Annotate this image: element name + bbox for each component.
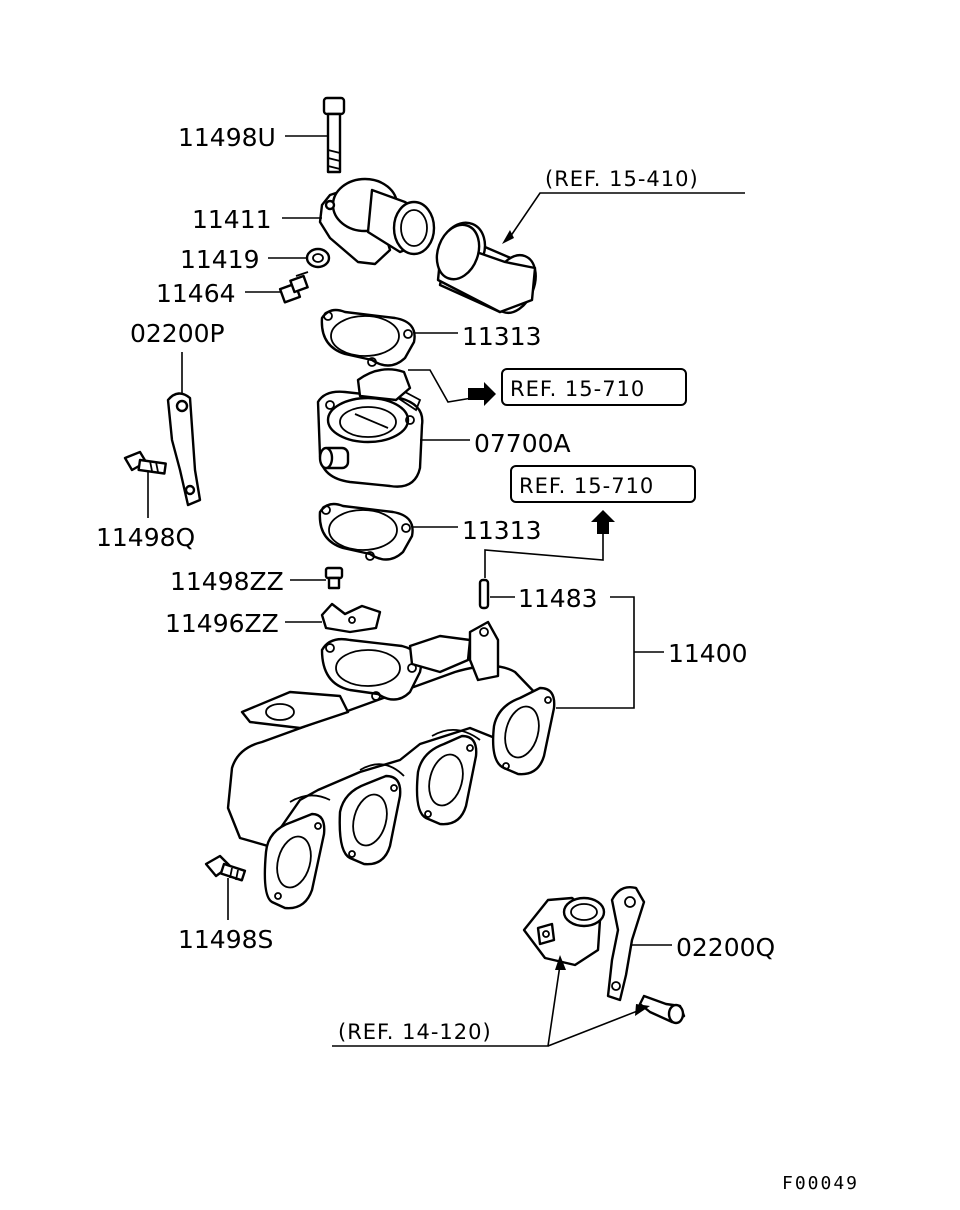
label-11498q: 11498Q (96, 523, 195, 552)
arrow-up-icon (591, 510, 615, 534)
label-11313-upper: 11313 (462, 322, 542, 351)
label-07700a: 07700A (474, 429, 571, 458)
bolt-right-part[interactable] (638, 994, 686, 1025)
bolt-top-part[interactable] (322, 96, 346, 174)
label-11411: 11411 (192, 205, 272, 234)
arrow-right-icon (468, 382, 496, 406)
label-11498zz: 11498ZZ (170, 567, 284, 596)
label-02200p: 02200P (130, 319, 225, 348)
ref-box-15-710-b[interactable] (510, 465, 696, 503)
label-11498u: 11498U (178, 123, 276, 152)
plate-part[interactable] (320, 602, 382, 634)
stud-part[interactable] (324, 566, 344, 590)
label-11483: 11483 (518, 584, 598, 613)
oil-filter-part[interactable] (430, 216, 544, 320)
label-11496zz: 11496ZZ (165, 609, 279, 638)
label-11419: 11419 (180, 245, 260, 274)
throttle-body-part[interactable] (316, 368, 424, 488)
bolt-bottom-part[interactable] (204, 854, 247, 882)
bolt-bracket-part[interactable] (123, 450, 167, 475)
ref-15-410: (REF. 15-410) (545, 167, 699, 191)
sensor-part[interactable] (278, 271, 309, 304)
small-gasket-part[interactable] (305, 247, 331, 269)
label-11464: 11464 (156, 279, 236, 308)
ref-15-710-b: REF. 15-710 (519, 474, 654, 498)
label-11400: 11400 (668, 639, 748, 668)
label-11313-lower: 11313 (462, 516, 542, 545)
bracket-right-part[interactable] (606, 886, 646, 1002)
pin-part[interactable] (478, 578, 490, 610)
gasket-upper-part[interactable] (320, 308, 416, 367)
ref-15-710-a: REF. 15-710 (510, 377, 645, 401)
thermostat-case-part[interactable] (318, 177, 436, 266)
water-outlet-part[interactable] (522, 896, 606, 967)
label-11498s: 11498S (178, 925, 273, 954)
gasket-lower-part[interactable] (318, 502, 414, 561)
bracket-left-part[interactable] (166, 392, 202, 507)
label-02200q: 02200Q (676, 933, 775, 962)
ref-box-15-710-a[interactable] (501, 368, 687, 406)
manifold-part[interactable] (226, 620, 556, 910)
ref-14-120: (REF. 14-120) (338, 1020, 492, 1044)
figure-code: F00049 (782, 1173, 859, 1194)
